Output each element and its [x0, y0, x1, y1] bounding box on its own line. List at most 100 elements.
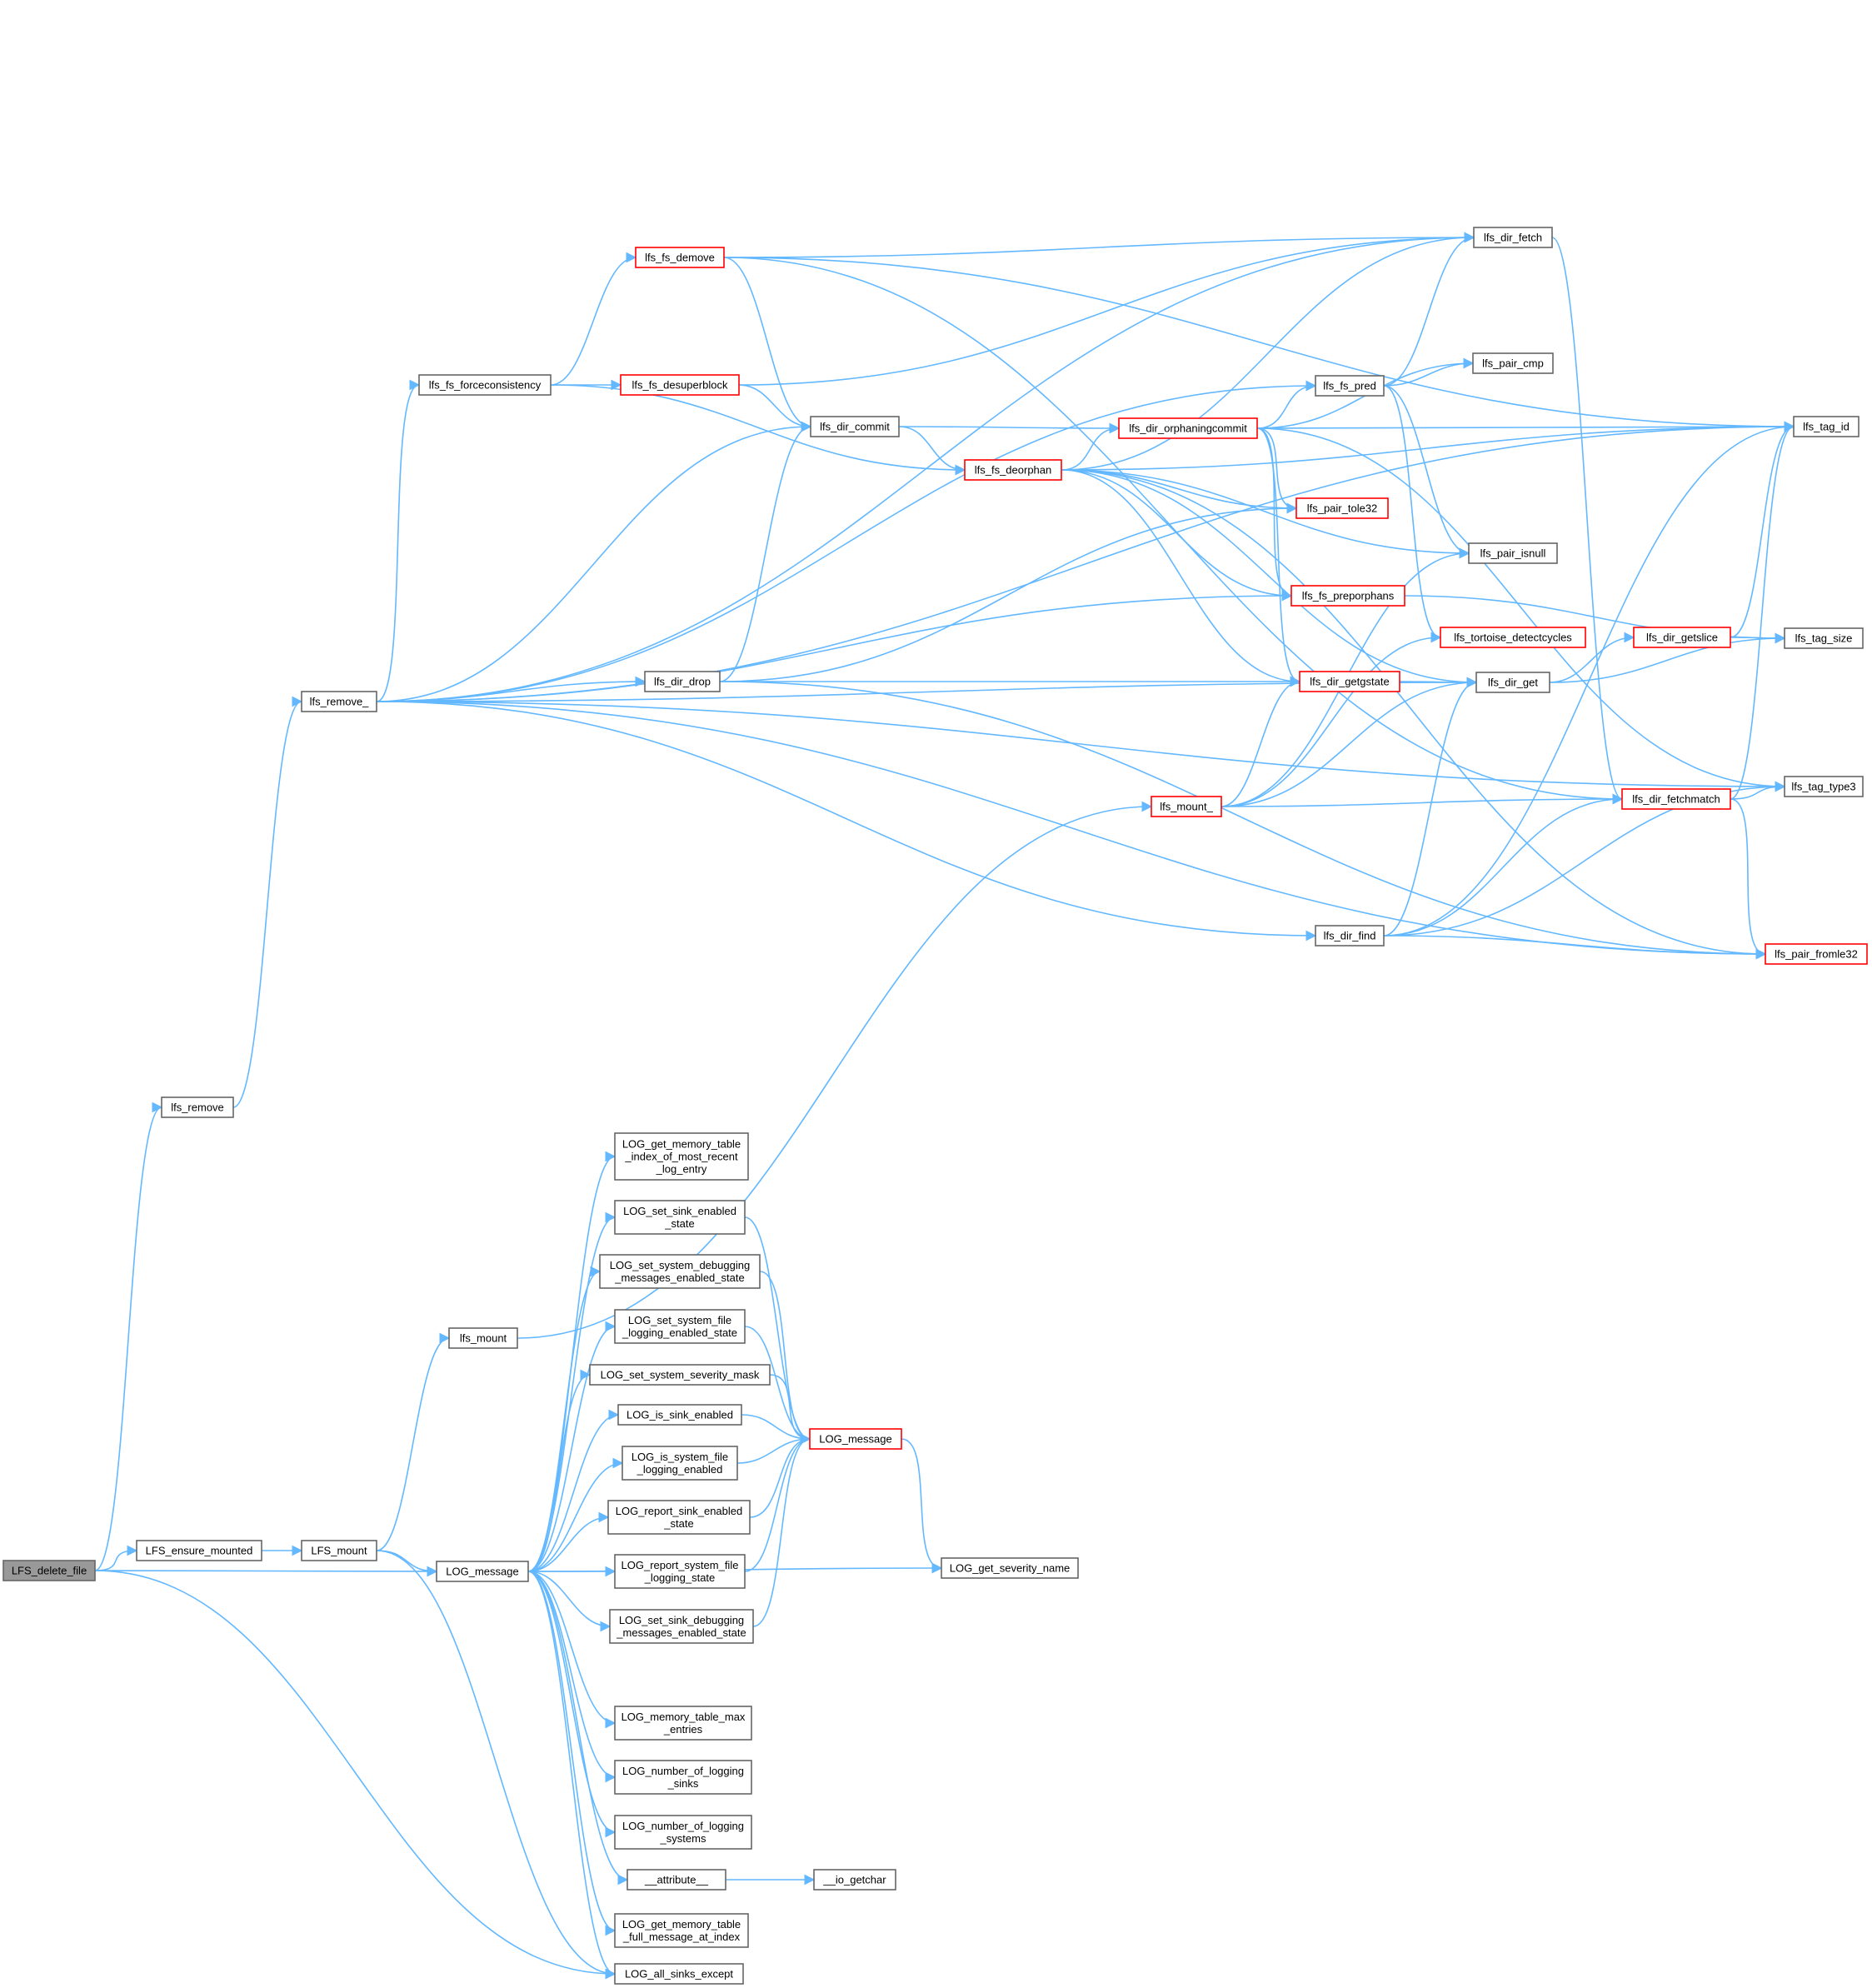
node-label: _logging_enabled	[636, 1463, 723, 1476]
node-log-set-system-file-logging-enabled-state[interactable]: LOG_set_system_file_logging_enabled_stat…	[614, 1309, 746, 1344]
node-box	[1295, 497, 1389, 519]
node-lfs-tortoise-detectcycles[interactable]: lfs_tortoise_detectcycles	[1440, 627, 1586, 648]
node-log-message-red[interactable]: LOG_message	[809, 1428, 902, 1450]
edge-lfs_fs_desuperblock-to-lfs_dir_commit	[738, 384, 812, 432]
node-log-set-sink-debugging-messages-enabled-state[interactable]: LOG_set_sink_debugging_messages_enabled_…	[609, 1609, 754, 1644]
node-box	[614, 1132, 749, 1181]
edge-lfs_fs_deorphan-to-lfs_dir_get	[1061, 469, 1478, 688]
edge-lfs_mount_-to-lfs_dir_getgstate	[1221, 676, 1301, 807]
node-lfs-fs-forceconsistency[interactable]: lfs_fs_forceconsistency	[418, 374, 552, 396]
node-log-get-memory-table-full-message-at-index[interactable]: LOG_get_memory_table_full_message_at_ind…	[614, 1913, 749, 1948]
node-box	[614, 1913, 749, 1948]
node-lfs-pair-cmp[interactable]: lfs_pair_cmp	[1472, 352, 1554, 374]
nodes-layer: LFS_delete_file lfs_remove lfs_remove_ lfs_…	[2, 227, 1868, 1985]
edge-lfs_fs_deorphan-to-lfs_dir_orphaningcommit	[1061, 422, 1121, 471]
node-log-get-memory-table-index-of-most-recent-log-entry[interactable]: LOG_get_memory_table_index_of_most_recen…	[614, 1132, 749, 1181]
edge-lfs_remove_-to-lfs_fs_preporphans	[376, 590, 1293, 702]
edge-LOG_report_sink_enabled_state-to-LOG_message_red	[749, 1433, 811, 1518]
node-log-get-severity-name[interactable]: LOG_get_severity_name	[941, 1557, 1079, 1579]
edge-lfs_dir_orphaningcommit-to-lfs_fs_preporphans	[1256, 427, 1293, 602]
node-log-set-system-debugging-messages-enabled-state[interactable]: LOG_set_system_debugging_messages_enable…	[599, 1254, 761, 1289]
node-lfs-tag-type3[interactable]: lfs_tag_type3	[1784, 776, 1864, 797]
node---attribute--[interactable]: __attribute__	[626, 1869, 726, 1891]
edge-lfs_fs_pred-to-lfs_pair_isnull	[1383, 385, 1470, 559]
node-label: lfs_tag_type3	[1791, 781, 1855, 793]
edge-lfs_fs_pred-to-lfs_tortoise_detectcycles	[1383, 385, 1442, 643]
node-label: lfs_mount_	[1160, 801, 1213, 813]
node-box	[2, 1560, 96, 1581]
node-lfs-fs-deorphan[interactable]: lfs_fs_deorphan	[964, 459, 1062, 481]
node-lfs-dir-drop[interactable]: lfs_dir_drop	[644, 671, 721, 692]
node-lfs-remove-[interactable]: lfs_remove_	[301, 691, 377, 712]
node-lfs-ensure-mounted[interactable]: LFS_ensure_mounted	[136, 1540, 262, 1561]
node-lfs-pair-tole32[interactable]: lfs_pair_tole32	[1295, 497, 1389, 519]
node-lfs-fs-demove[interactable]: lfs_fs_demove	[635, 247, 725, 268]
edge-lfs_fs_desuperblock-to-lfs_dir_fetch	[738, 232, 1475, 386]
node-log-set-sink-enabled-state[interactable]: LOG_set_sink_enabled_state	[614, 1200, 746, 1235]
node-log-message[interactable]: LOG_message	[436, 1561, 529, 1582]
node-lfs-fs-desuperblock[interactable]: lfs_fs_desuperblock	[620, 374, 740, 396]
edge-LOG_message-to-LOG_is_sink_enabled	[527, 1409, 620, 1572]
edge-LFS_mount-to-LOG_all_sinks_except	[376, 1550, 617, 1980]
node-label: LOG_get_severity_name	[950, 1562, 1071, 1575]
node-label: _state	[664, 1217, 694, 1230]
node-label: LOG_set_system_severity_mask	[601, 1369, 760, 1381]
node-lfs-mount-[interactable]: lfs_mount_	[1151, 796, 1222, 817]
node-lfs-dir-commit[interactable]: lfs_dir_commit	[810, 416, 900, 437]
node-box	[609, 1609, 754, 1644]
node-log-report-system-file-logging-state[interactable]: LOG_report_system_file_logging_state	[614, 1554, 746, 1589]
node-lfs-remove[interactable]: lfs_remove	[161, 1096, 234, 1118]
node-label: __io_getchar	[822, 1874, 886, 1886]
edge-LOG_message-to-LOG_set_sink_debugging_messages_enabled_state	[527, 1571, 612, 1632]
node-log-report-sink-enabled-state[interactable]: LOG_report_sink_enabled_state	[607, 1500, 751, 1535]
node-lfs-dir-fetchmatch[interactable]: lfs_dir_fetchmatch	[1621, 788, 1731, 810]
edge-lfs_remove_-to-lfs_tag_type3	[376, 701, 1786, 792]
node-lfs-dir-orphaningcommit[interactable]: lfs_dir_orphaningcommit	[1118, 417, 1258, 439]
node-label: _entries	[663, 1723, 703, 1736]
edge-lfs_fs_deorphan-to-lfs_pair_fromle32	[1061, 469, 1767, 960]
node-log-set-system-severity-mask[interactable]: LOG_set_system_severity_mask	[589, 1364, 771, 1386]
node-log-is-sink-enabled[interactable]: LOG_is_sink_enabled	[617, 1404, 742, 1426]
node-lfs-dir-getgstate[interactable]: lfs_dir_getgstate	[1299, 671, 1400, 692]
node-box	[136, 1540, 262, 1561]
node-lfs-mount[interactable]: LFS_mount	[301, 1540, 377, 1561]
node-lfs-fs-preporphans[interactable]: lfs_fs_preporphans	[1290, 585, 1405, 607]
node-lfs-tag-size[interactable]: lfs_tag_size	[1784, 627, 1864, 649]
edge-lfs_remove_-to-lfs_dir_commit	[376, 421, 812, 702]
edge-lfs_dir_commit-to-lfs_fs_deorphan	[898, 426, 966, 476]
node-box	[810, 416, 900, 437]
edge-lfs_mount-to-lfs_mount_	[517, 801, 1153, 1339]
node-box	[635, 247, 725, 268]
node-lfs-dir-find[interactable]: lfs_dir_find	[1315, 925, 1385, 947]
node-log-memory-table-max-entries[interactable]: LOG_memory_table_max_entries	[614, 1706, 752, 1741]
edge-lfs_mount_-to-lfs_dir_fetchmatch	[1221, 793, 1624, 807]
edge-lfs_remove_-to-lfs_dir_fetch	[376, 232, 1475, 702]
node-log-is-system-file-logging-enabled[interactable]: LOG_is_system_file_logging_enabled	[622, 1446, 738, 1481]
node-label: lfs_fs_forceconsistency	[429, 379, 542, 392]
edge-lfs_remove_-to-lfs_dir_find	[376, 701, 1317, 942]
node-lfs-fs-pred[interactable]: lfs_fs_pred	[1315, 375, 1385, 397]
edge-lfs_dir_drop-to-lfs_dir_commit	[719, 421, 812, 682]
node-lfs-tag-id[interactable]: lfs_tag_id	[1793, 416, 1860, 437]
node-lfs-pair-isnull[interactable]: lfs_pair_isnull	[1468, 542, 1558, 564]
node---io-getchar[interactable]: __io_getchar	[813, 1869, 896, 1891]
edge-lfs_mount_-to-lfs_tortoise_detectcycles	[1221, 632, 1442, 807]
edge-LOG_set_sink_enabled_state-to-LOG_message_red	[744, 1216, 811, 1445]
node-lfs-mount[interactable]: lfs_mount	[448, 1327, 518, 1349]
node-label: LFS_mount	[311, 1545, 367, 1557]
node-box	[1290, 585, 1405, 607]
edge-LOG_set_system_file_logging_enabled_state-to-LOG_message_red	[744, 1326, 811, 1445]
node-log-all-sinks-except[interactable]: LOG_all_sinks_except	[614, 1963, 744, 1985]
node-lfs-dir-fetch[interactable]: lfs_dir_fetch	[1473, 227, 1553, 248]
node-lfs-pair-fromle32[interactable]: lfs_pair_fromle32	[1765, 943, 1868, 965]
node-lfs-dir-get[interactable]: lfs_dir_get	[1475, 672, 1550, 693]
node-lfs-dir-getslice[interactable]: lfs_dir_getslice	[1633, 627, 1731, 648]
node-log-number-of-logging-systems[interactable]: LOG_number_of_logging_systems	[614, 1815, 752, 1850]
node-label: LOG_set_sink_debugging	[619, 1614, 744, 1626]
node-box	[614, 1760, 752, 1795]
node-log-number-of-logging-sinks[interactable]: LOG_number_of_logging_sinks	[614, 1760, 752, 1795]
node-label: lfs_tortoise_detectcycles	[1454, 632, 1572, 644]
node-box	[418, 374, 552, 396]
edge-lfs_dir_drop-to-lfs_pair_tole32	[719, 502, 1298, 682]
node-lfs-delete-file[interactable]: LFS_delete_file	[2, 1560, 96, 1581]
